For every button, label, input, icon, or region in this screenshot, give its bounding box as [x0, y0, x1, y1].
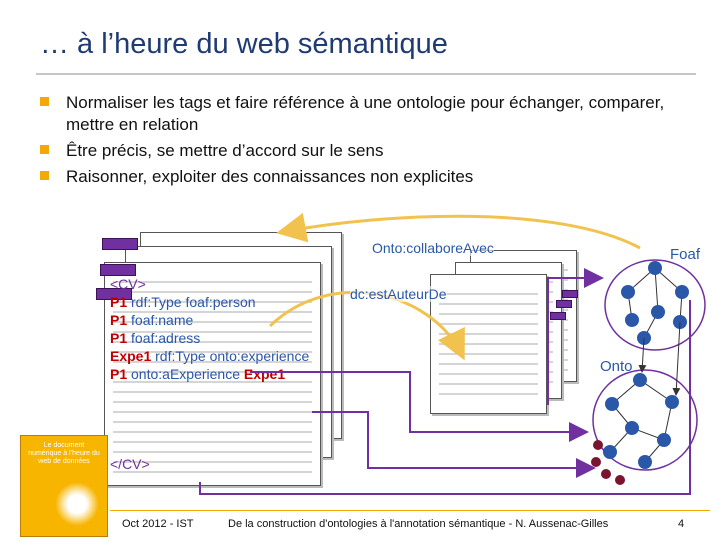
- foaf-label: Foaf: [670, 246, 701, 263]
- collabore-avec-arrow: [276, 212, 641, 250]
- foaf-to-onto-link: [638, 337, 647, 373]
- square-bullet-icon: [40, 97, 49, 106]
- title-divider: [36, 73, 696, 75]
- linked-document: [430, 274, 547, 414]
- square-bullet-icon: [40, 145, 49, 154]
- slide-title: … à l’heure du web sémantique: [40, 28, 448, 60]
- onto-nodes: [603, 373, 679, 469]
- bullet-item: Être précis, se mettre d’accord sur le s…: [40, 140, 680, 162]
- footer-text: De la construction d'ontologies à l'anno…: [228, 518, 609, 530]
- link-to-onto-1: [250, 371, 589, 442]
- code-line: P1 foaf:name: [110, 312, 194, 328]
- flower-icon: [55, 482, 99, 526]
- footer-date: Oct 2012 - IST: [122, 518, 194, 530]
- foaf-to-onto-link: [672, 321, 681, 396]
- onto-label: Onto: [600, 358, 633, 375]
- bullet-item: Raisonner, exploiter des connaissances n…: [40, 166, 680, 188]
- book-cover: Le document numérique à l’heure du web d…: [20, 435, 108, 537]
- foaf-ontology-circle: [604, 259, 706, 351]
- tag-marker: [550, 312, 566, 320]
- code-line: P1 foaf:adress: [110, 330, 201, 346]
- footer-divider: [110, 510, 710, 511]
- tag-marker: [556, 300, 572, 308]
- tag-marker: [100, 264, 136, 276]
- foaf-nodes: [621, 261, 689, 345]
- square-bullet-icon: [40, 171, 49, 180]
- bullet-text: Raisonner, exploiter des connaissances n…: [66, 167, 474, 186]
- book-title: Le document numérique à l’heure du web d…: [28, 442, 100, 465]
- cv-annotation-code: <CV> P1 rdf:Type foaf:person P1 foaf:nam…: [110, 275, 309, 473]
- tag-marker: [562, 290, 578, 298]
- cv-close-tag: </CV>: [110, 456, 150, 472]
- tag-marker: [96, 288, 132, 300]
- auteur-de-label: dc:estAuteurDe: [350, 286, 447, 302]
- collabore-avec-label: Onto:collaboreAvec: [372, 240, 494, 256]
- link-to-onto-2: [312, 411, 596, 478]
- code-line: P1 onto:aExperience Expe1: [110, 366, 286, 382]
- bullet-text: Être précis, se mettre d’accord sur le s…: [66, 141, 384, 160]
- cv-document: [104, 262, 321, 486]
- code-line: Expe1 rdf:Type onto:experience: [110, 348, 310, 364]
- bullet-text: Normaliser les tags et faire référence à…: [66, 93, 665, 134]
- page-number: 4: [678, 518, 685, 530]
- instance-nodes: [591, 440, 625, 485]
- bullet-item: Normaliser les tags et faire référence à…: [40, 92, 680, 136]
- bullet-list: Normaliser les tags et faire référence à…: [40, 92, 680, 192]
- foaf-graph: [627, 267, 683, 339]
- code-line: P1 rdf:Type foaf:person: [110, 294, 256, 310]
- tag-marker: [102, 238, 138, 250]
- link-to-foaf: [547, 268, 604, 405]
- link-from-cv-bottom: [199, 300, 691, 495]
- cv-open-tag: <CV>: [110, 276, 146, 292]
- onto-graph: [609, 379, 673, 463]
